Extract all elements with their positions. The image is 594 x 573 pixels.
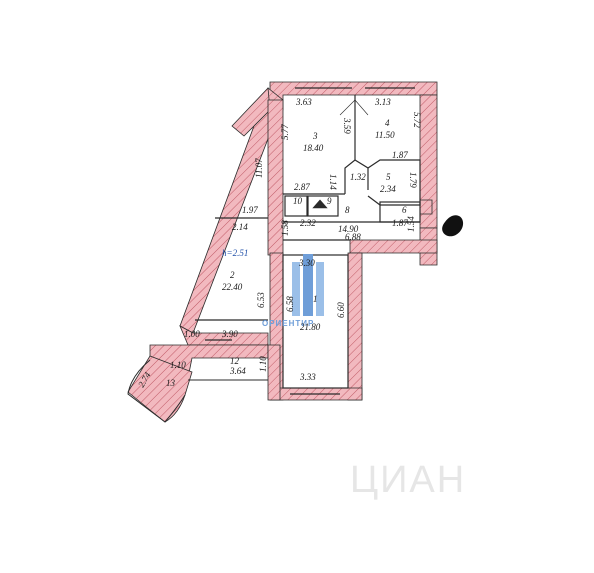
room-number: 4 (385, 118, 390, 128)
room-number: 9 (327, 196, 332, 206)
room-number: 2 (230, 270, 235, 280)
interior-walls (195, 87, 421, 395)
company-logo: ОРИЕНТИР (262, 254, 324, 328)
dimension: 6.60 (336, 302, 346, 318)
dimension: 11.07 (254, 158, 264, 178)
dimension: 1.58 (280, 220, 290, 236)
dimension: 1.87 (392, 218, 408, 228)
dimension: 1.10 (258, 356, 268, 372)
logo-text: ОРИЕНТИР (262, 319, 314, 328)
dimension: 5.77 (280, 124, 290, 140)
dimension: 1.87 (392, 150, 408, 160)
room-area: 18.40 (303, 143, 324, 153)
dimension: 5.72 (412, 112, 422, 128)
room-number: 1 (313, 294, 318, 304)
dimension: 6.88 (345, 232, 361, 242)
entrance-marker (442, 215, 464, 237)
dimension: 1.79 (408, 172, 418, 188)
balcony-outline (127, 359, 186, 423)
dimension: 2.14 (232, 222, 248, 232)
ceiling-height-label: h=2.51 (222, 248, 248, 258)
dimension: 2.32 (300, 218, 316, 228)
dimension: 3.33 (299, 372, 316, 382)
dimension: 1.32 (350, 172, 366, 182)
room-number: 13 (166, 378, 176, 388)
dimension: 3.13 (374, 97, 391, 107)
dimension: 1.00 (184, 329, 200, 339)
dimension: 3.30 (298, 258, 315, 268)
dimension: 1.10 (170, 360, 186, 370)
room-labels: 1 21.80 2 22.40 3 18.40 4 11.50 5 2.34 6… (166, 118, 407, 388)
door-swings (312, 99, 369, 209)
room-number: 5 (386, 172, 391, 182)
room-number: 6 (402, 205, 407, 215)
room-area: 14.90 (338, 224, 359, 234)
room-area: 22.40 (222, 282, 243, 292)
room-number: 12 (230, 356, 240, 366)
room-area: 2.34 (380, 184, 396, 194)
dimension: 3.90 (221, 329, 238, 339)
watermark: ЦИАН (350, 459, 466, 501)
room-area: 11.50 (375, 130, 395, 140)
room-number: 3 (312, 131, 318, 141)
dimension-labels: 3.63 3.13 3.59 5.77 5.72 1.87 2.87 1.32 … (136, 97, 422, 389)
dimension: 6.53 (256, 292, 266, 308)
dimension: 3.63 (295, 97, 312, 107)
dimension: 2.87 (294, 182, 310, 192)
dimension: 1.14 (328, 174, 338, 190)
room-number: 10 (293, 196, 303, 206)
room-area: 21.80 (300, 322, 321, 332)
room-number: 8 (345, 205, 350, 215)
dimension: 6.58 (285, 296, 295, 312)
room-area: 3.64 (229, 366, 246, 376)
dimension: 3.59 (342, 117, 352, 134)
dimension: 1.54 (406, 216, 416, 232)
dimension: 1.97 (242, 205, 258, 215)
